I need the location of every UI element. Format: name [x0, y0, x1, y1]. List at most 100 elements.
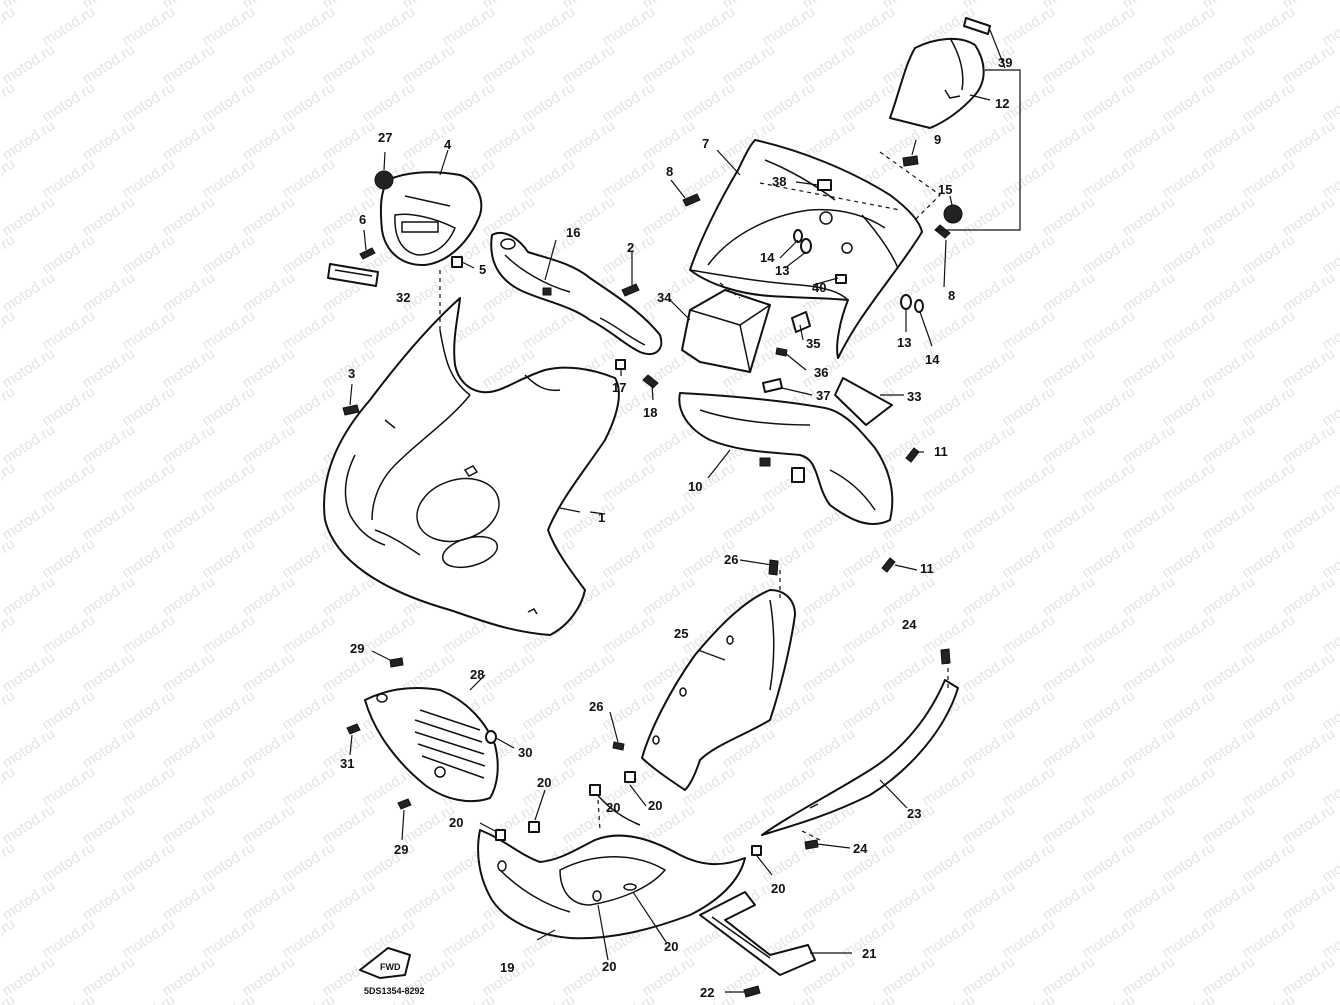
label-part-9: 9: [934, 132, 941, 147]
label-part-21: 21: [862, 946, 876, 961]
washer-part-13-left: [800, 238, 812, 254]
fwd-arrow-icon: FWD: [359, 947, 411, 979]
grommet-part-15: [943, 204, 963, 224]
label-part-33: 33: [907, 389, 921, 404]
label-part-26-upper: 26: [724, 552, 738, 567]
clip-part-5: [451, 256, 463, 268]
clip-part-20-e: [589, 784, 601, 796]
label-part-3: 3: [348, 366, 355, 381]
label-part-39: 39: [998, 55, 1012, 70]
label-part-8-left: 8: [666, 164, 673, 179]
lower-cover-part-19: [477, 784, 746, 940]
screw-part-36: [775, 347, 788, 357]
label-part-28: 28: [470, 667, 484, 682]
reflector-part-32: [327, 263, 379, 287]
label-part-6: 6: [359, 212, 366, 227]
leader-lines: [349, 29, 1021, 993]
fwd-label: FWD: [380, 962, 401, 972]
label-part-13-left: 13: [775, 263, 789, 278]
label-part-14-left: 14: [760, 250, 775, 265]
clip-part-30: [485, 730, 497, 744]
label-part-26-lower: 26: [589, 699, 603, 714]
bracket-part-21: [699, 891, 816, 976]
label-part-24-upper: 24: [902, 617, 917, 632]
label-part-1: 1: [598, 510, 605, 525]
screw-part-18: [642, 374, 659, 389]
label-part-11-lower: 11: [920, 561, 934, 576]
label-part-36: 36: [814, 365, 828, 380]
clip-part-20-a: [528, 821, 540, 833]
clip-part-38: [817, 179, 832, 191]
screw-part-26-lower: [612, 741, 625, 751]
assembly-guides: [439, 151, 949, 841]
screw-part-24-lower: [804, 839, 819, 850]
screw-part-9: [902, 155, 919, 167]
screw-part-11-upper: [905, 447, 920, 463]
label-part-17: 17: [612, 380, 626, 395]
label-part-20-g: 20: [606, 800, 620, 815]
label-part-20-b: 20: [449, 815, 463, 830]
label-part-40: 40: [812, 280, 826, 295]
screw-part-2: [621, 283, 640, 297]
clip-part-40: [835, 274, 847, 284]
diagram-code: 5DS1354-8292: [364, 986, 425, 996]
label-part-13-right: 13: [897, 335, 911, 350]
clip-part-20-d: [751, 845, 762, 856]
screw-part-8-left: [682, 193, 701, 207]
label-part-14-right: 14: [925, 352, 940, 367]
label-part-37: 37: [816, 388, 830, 403]
screw-part-24-upper: [940, 648, 951, 665]
screw-part-29-upper: [389, 657, 404, 668]
washer-part-14-left: [793, 229, 803, 243]
clip-part-20-c: [624, 771, 636, 783]
label-part-8-right: 8: [948, 288, 955, 303]
meter-cover-part-4: [379, 171, 483, 267]
label-part-32: 32: [396, 290, 410, 305]
cap-part-39: [963, 17, 991, 35]
label-part-24-lower: 24: [853, 841, 868, 856]
label-part-30: 30: [518, 745, 532, 760]
nut-part-17: [615, 359, 626, 370]
pocket-part-12: [889, 37, 985, 129]
grille-part-28: [364, 687, 499, 803]
screw-part-26-upper: [768, 559, 779, 576]
part-number-labels: 1 2 3 4 5 6 7 8 8 9 10 11 11 12 13 13 14…: [340, 55, 1012, 1000]
label-part-20-f: 20: [602, 959, 616, 974]
pad-part-33: [834, 377, 893, 426]
label-part-20-a: 20: [537, 775, 551, 790]
clip-part-20-b: [495, 829, 506, 841]
label-part-2: 2: [627, 240, 634, 255]
clip-part-37: [762, 378, 783, 393]
washer-part-14-right: [914, 299, 924, 313]
screw-part-31: [346, 723, 361, 735]
screw-part-8-right: [934, 224, 951, 239]
label-part-27: 27: [378, 130, 392, 145]
screw-part-29-lower: [397, 798, 412, 810]
label-part-31: 31: [340, 756, 354, 771]
label-part-7: 7: [702, 136, 709, 151]
label-part-12: 12: [995, 96, 1009, 111]
label-part-35: 35: [806, 336, 820, 351]
label-part-29-upper: 29: [350, 641, 364, 656]
front-cover-part-1: [323, 297, 620, 636]
side-strip-part-23: [761, 679, 959, 836]
label-part-20-d: 20: [771, 881, 785, 896]
label-part-29-lower: 29: [394, 842, 408, 857]
label-part-38: 38: [772, 174, 786, 189]
box-part-34: [681, 289, 771, 373]
screw-part-22: [743, 985, 761, 998]
label-part-22: 22: [700, 985, 714, 1000]
screw-part-6: [359, 247, 376, 260]
label-part-18: 18: [643, 405, 657, 420]
label-part-20-e: 20: [664, 939, 678, 954]
label-part-23: 23: [907, 806, 921, 821]
center-panel-part-25: [641, 589, 796, 791]
screw-part-3: [342, 404, 360, 416]
handlebar-cover-part-16: [490, 232, 663, 355]
emblem-part-27: [374, 170, 394, 190]
label-part-4: 4: [444, 137, 452, 152]
label-part-15: 15: [938, 182, 952, 197]
washer-part-13-right: [900, 294, 912, 310]
label-part-5: 5: [479, 262, 486, 277]
